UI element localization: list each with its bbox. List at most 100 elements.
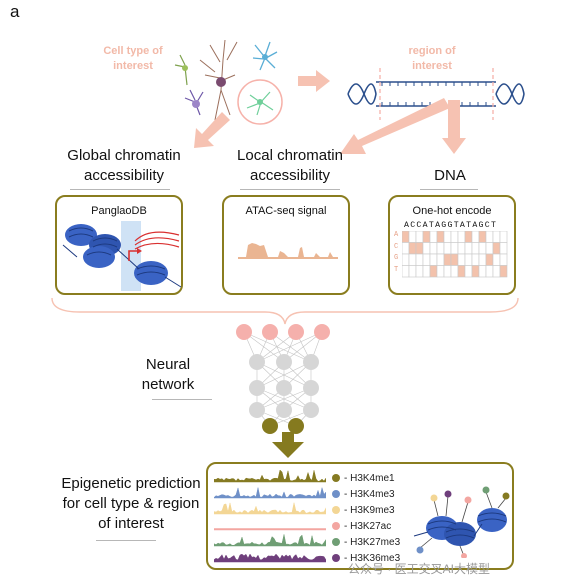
region-label-line2: interest [412, 60, 452, 72]
onehot-cell [422, 242, 431, 255]
network-edge [256, 387, 312, 411]
legend-label: - H3K4me3 [344, 488, 395, 500]
neurons-illustration [174, 39, 283, 125]
onehot-cell [499, 231, 508, 243]
onehot-cell [499, 253, 508, 266]
dna-title: DNA [434, 167, 466, 184]
one-hot-label: One-hot encode [412, 205, 492, 217]
hidden-node [249, 402, 265, 418]
onehot-cell [457, 265, 466, 278]
output-label-line1: Epigenetic prediction [61, 475, 201, 492]
legend-item: - H3K4me3 [332, 486, 400, 502]
onehot-cell [422, 265, 431, 278]
legend-item: - H3K27me3 [332, 534, 400, 550]
onehot-cell [478, 265, 487, 278]
onehot-cell [457, 242, 466, 255]
network-label-line2: network [141, 376, 195, 393]
onehot-cell [457, 253, 466, 266]
network-edge [256, 331, 323, 363]
local-title-line2: accessibility [249, 167, 331, 184]
network-edge [243, 331, 312, 363]
onehot-cell [450, 253, 459, 266]
legend-dot-icon [332, 490, 340, 498]
epigenetic-tracks [214, 469, 326, 563]
local-title-line1: Local chromatin [237, 147, 343, 164]
global-title-line1: Global chromatin [67, 147, 181, 164]
input-node [314, 324, 330, 340]
network-edge [256, 361, 312, 389]
onehot-cell [485, 253, 494, 266]
arrow-to-dna-icon [442, 100, 466, 154]
onehot-cell [492, 265, 501, 278]
signal-track [214, 553, 326, 563]
legend-dot-icon [332, 474, 340, 482]
dna-underline [420, 189, 478, 190]
onehot-cell [415, 231, 424, 243]
onehot-cell [464, 265, 473, 278]
onehot-cell [415, 242, 424, 255]
legend-label: - H3K27me3 [344, 536, 401, 548]
hidden-node [249, 380, 265, 396]
onehot-cell [450, 242, 459, 255]
inputs-bracket [51, 297, 519, 325]
legend-item: - H3K36me3 [332, 550, 400, 566]
onehot-cell [415, 253, 424, 266]
onehot-cell [422, 253, 431, 266]
output-node [288, 418, 304, 434]
arrow-to-local-icon [340, 98, 450, 154]
output-underline [96, 540, 156, 541]
onehot-cell [429, 242, 438, 255]
onehot-cell [464, 231, 473, 243]
region-label-line1: region of [408, 45, 456, 57]
output-node [262, 418, 278, 434]
output-box: - H3K4me1 - H3K4me3 - H3K9me3 - H3K27ac - H3… [206, 462, 514, 570]
signal-track [214, 502, 326, 515]
legend-label: - H3K4me1 [344, 472, 395, 484]
local-underline [240, 189, 340, 190]
panel-letter: a [10, 2, 20, 21]
onehot-cell [478, 231, 487, 243]
atac-seq-label: ATAC-seq signal [245, 205, 327, 217]
base-label-g: G [394, 254, 399, 262]
base-label-c: C [394, 242, 399, 251]
network-edge [269, 331, 312, 363]
onehot-cell [492, 242, 501, 255]
hidden-node [249, 354, 265, 370]
hidden-node [303, 380, 319, 396]
onehot-cell [471, 242, 480, 255]
onehot-cell [471, 265, 480, 278]
local-accessibility-box: ATAC-seq signal [222, 195, 350, 295]
onehot-cell [429, 231, 438, 243]
network-underline [152, 399, 212, 400]
onehot-cell [485, 231, 494, 243]
legend-label: - H3K9me3 [344, 504, 395, 516]
onehot-cell [478, 253, 487, 266]
global-title-line2: accessibility [83, 167, 165, 184]
legend-dot-icon [332, 506, 340, 514]
legend-label: - H3K27ac [344, 520, 392, 532]
onehot-cell [464, 253, 473, 266]
onehot-cell [443, 265, 452, 278]
onehot-cell [485, 265, 494, 278]
onehot-cell [450, 231, 459, 243]
legend-item: - H3K4me1 [332, 470, 400, 486]
onehot-grid [402, 231, 508, 278]
onehot-cell [402, 242, 410, 255]
onehot-cell [429, 265, 438, 278]
onehot-cell [436, 253, 445, 266]
base-label-t: T [394, 265, 399, 274]
onehot-cell [471, 253, 480, 266]
output-label-line2: for cell type & region [62, 495, 200, 512]
onehot-cell [408, 242, 417, 255]
input-node [288, 324, 304, 340]
nucleosome-marks-illustration [413, 486, 510, 558]
onehot-cell [478, 242, 487, 255]
onehot-cell [436, 265, 445, 278]
legend-item: - H3K27ac [332, 518, 400, 534]
nucleosome-illustration [62, 221, 182, 291]
signal-track [214, 469, 326, 483]
dna-region-illustration [347, 68, 525, 120]
onehot-cell [464, 242, 473, 255]
legend-dot-icon [332, 554, 340, 562]
signal-track [214, 486, 326, 499]
